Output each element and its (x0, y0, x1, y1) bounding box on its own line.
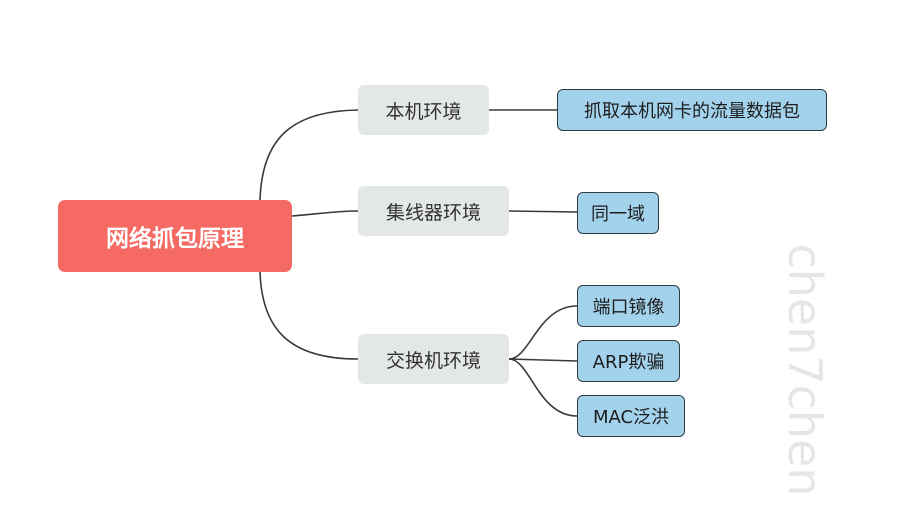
branch-hub-env: 集线器环境 (358, 186, 509, 236)
connector-root-to-local-env (259, 109, 359, 201)
connector-root-to-switch-env (259, 271, 359, 360)
leaf-port-mirroring: 端口镜像 (577, 285, 680, 327)
leaf-same-domain: 同一域 (577, 192, 659, 234)
connector-switch-env-to-port-mirror (508, 305, 578, 360)
connector-switch-env-to-arp (508, 358, 578, 362)
branch-switch-env: 交换机环境 (358, 334, 509, 384)
leaf-capture-local-nic: 抓取本机网卡的流量数据包 (557, 89, 827, 131)
connector-root-to-hub-env (291, 210, 359, 217)
connector-switch-env-to-mac (508, 358, 578, 417)
leaf-arp-spoofing: ARP欺骗 (577, 340, 680, 382)
root-node: 网络抓包原理 (58, 200, 292, 272)
watermark-text: chen7chen (778, 243, 832, 497)
connector-hub-env-to-leaf (508, 210, 578, 213)
leaf-mac-flooding: MAC泛洪 (577, 395, 685, 437)
branch-local-env: 本机环境 (358, 85, 489, 135)
